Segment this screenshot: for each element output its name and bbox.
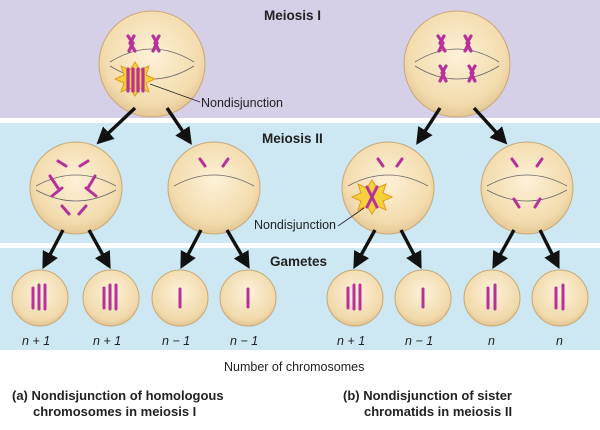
chromosome-pair: [126, 34, 161, 53]
gamete-count-label: n + 1: [93, 334, 122, 348]
gametes-title: Gametes: [270, 254, 328, 269]
gamete-cell: [394, 269, 452, 327]
meiosis2-cell-a-left: [29, 141, 123, 235]
chromosome-count-note: Number of chromosomes: [224, 360, 365, 374]
gamete-cell: [531, 269, 589, 327]
gamete-count-label: n + 1: [337, 334, 366, 348]
meiosis2-cell-a-right: [167, 141, 261, 235]
gamete-count-label: n − 1: [405, 334, 434, 348]
arrow: [87, 229, 111, 269]
parent-cell-b: [403, 10, 511, 118]
gamete-cell: [219, 269, 277, 327]
gamete-count-label: n + 1: [22, 334, 51, 348]
meiosis2-cell-b-right: [480, 141, 574, 235]
arrow: [42, 229, 65, 270]
parent-cell-a: [98, 10, 206, 118]
band-divider: [0, 243, 600, 248]
nondisjunction-burst: [113, 61, 157, 97]
arrow: [353, 229, 377, 269]
callout-line: [337, 207, 365, 227]
band-divider: [0, 118, 600, 123]
gamete-cell: [11, 269, 69, 327]
caption-b-line2: chromatids in meiosis II: [364, 404, 513, 419]
caption-a-line1: (a) Nondisjunction of homologous: [12, 388, 224, 403]
gamete-cell: [82, 269, 140, 327]
arrow: [416, 107, 442, 145]
arrow: [96, 106, 137, 145]
gamete-cell: [151, 269, 209, 327]
gamete-count-label: n: [556, 334, 563, 348]
gamete-count-label: n − 1: [230, 334, 259, 348]
meiosis2-cell-b-left: [341, 141, 435, 235]
nondisjunction-callout-right: Nondisjunction: [254, 218, 336, 232]
gamete-cell: [326, 269, 384, 327]
gamete-cell: [463, 269, 521, 327]
caption-a-line2: chromosomes in meiosis I: [33, 404, 197, 419]
caption-b-line1: (b) Nondisjunction of sister: [343, 388, 512, 403]
arrow: [225, 229, 250, 269]
arrow: [472, 106, 508, 145]
arrow: [399, 229, 422, 270]
meiosis1-title: Meiosis I: [264, 8, 322, 23]
callout-line: [149, 83, 201, 103]
nondisjunction-callout-left: Nondisjunction: [201, 96, 283, 110]
arrow: [538, 229, 560, 270]
arrow: [492, 229, 516, 269]
meiosis2-title: Meiosis II: [262, 131, 323, 146]
arrow: [165, 107, 192, 145]
gamete-count-label: n − 1: [162, 334, 191, 348]
caption-a: (a) Nondisjunction of homologous chromos…: [12, 388, 282, 420]
gamete-count-label: n: [488, 334, 495, 348]
arrow: [180, 229, 203, 270]
caption-b: (b) Nondisjunction of sister chromatids …: [343, 388, 593, 420]
nondisjunction-burst: [350, 179, 394, 215]
